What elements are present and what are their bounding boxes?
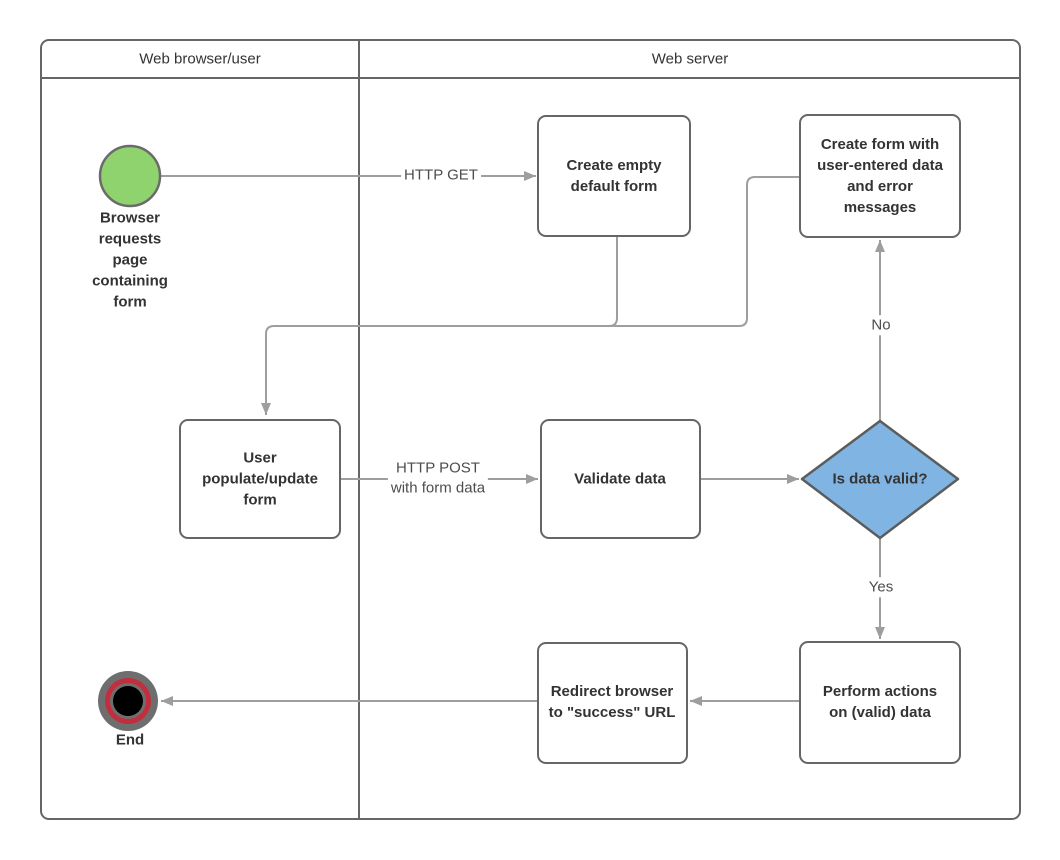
end-node-label: End — [115, 731, 145, 749]
node-validate-data[interactable] — [540, 419, 701, 539]
node-perform-actions[interactable] — [799, 641, 961, 764]
swimlane-frame — [40, 39, 1021, 820]
edge-label-yes: Yes — [865, 577, 897, 597]
decision-label: Is data valid? — [832, 470, 928, 488]
end-node[interactable] — [98, 671, 158, 731]
edge-create-form-to-user — [261, 176, 800, 415]
node-user-populate-form[interactable] — [179, 419, 341, 539]
user-populate-form-label: User populate/update form — [202, 449, 318, 509]
create-form-errors-label: Create form with user-entered data and e… — [817, 136, 943, 216]
redirect-browser-label: Redirect browser to "success" URL — [548, 683, 676, 721]
perform-actions-label: Perform actions on (valid) data — [822, 683, 938, 721]
start-node-label: Browser requests page containing form — [92, 209, 168, 311]
start-node[interactable] — [98, 144, 162, 208]
create-empty-form-label: Create empty default form — [566, 157, 662, 195]
lane-title-web-browser-user: Web browser/user — [139, 50, 261, 68]
node-redirect-browser[interactable] — [537, 642, 688, 764]
edge-label-http-get: HTTP GET — [401, 165, 481, 185]
decision-diamond[interactable] — [800, 419, 960, 540]
node-create-form-errors[interactable] — [799, 114, 961, 238]
node-create-empty-form[interactable] — [537, 115, 691, 237]
validate-data-label: Validate data — [574, 470, 666, 488]
edge-create-empty-to-user — [290, 236, 618, 327]
lane-title-web-server: Web server — [651, 50, 729, 68]
edge-label-no: No — [868, 315, 894, 335]
edge-label-http-post: HTTP POST with form data — [387, 458, 489, 498]
